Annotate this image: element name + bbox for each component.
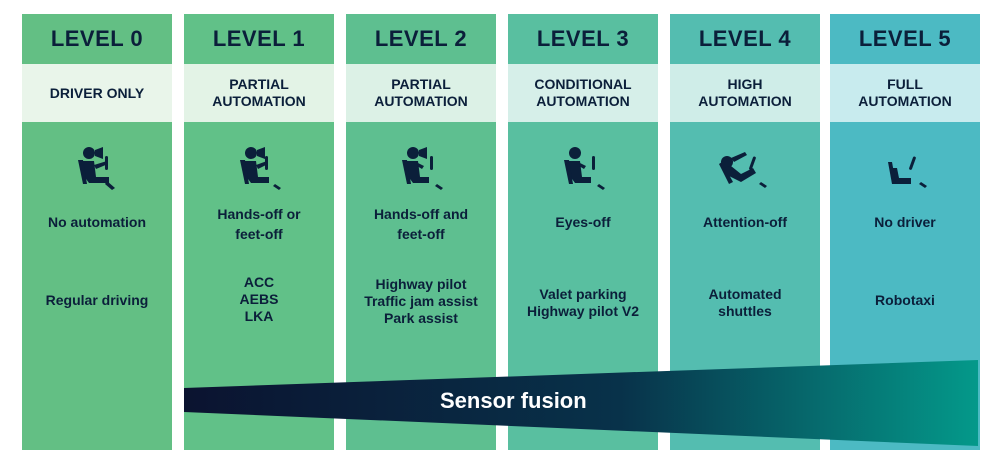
level-5-column: LEVEL 5 FULL AUTOMATION No driver Robota… bbox=[830, 14, 980, 450]
level-subtitle: FULL AUTOMATION bbox=[830, 64, 980, 122]
level-title: LEVEL 0 bbox=[50, 26, 144, 51]
sensor-fusion-label: Sensor fusion bbox=[440, 388, 587, 413]
driver-hands-or-feet-off-icon bbox=[240, 147, 281, 190]
level-title: LEVEL 5 bbox=[858, 26, 952, 51]
level-subtitle: DRIVER ONLY bbox=[22, 64, 172, 122]
level-mode: Eyes-off bbox=[555, 214, 611, 230]
level-subtitle: CONDITIONAL AUTOMATION bbox=[508, 64, 658, 122]
level-mode: Attention-off bbox=[703, 214, 787, 230]
level-subtitle: HIGH AUTOMATION bbox=[670, 64, 820, 122]
level-title: LEVEL 4 bbox=[698, 26, 792, 51]
level-title: LEVEL 2 bbox=[374, 26, 468, 51]
no-driver-icon bbox=[888, 156, 927, 188]
level-3-column: LEVEL 3 CONDITIONAL AUTOMATION Eyes-off … bbox=[508, 14, 658, 450]
level-features: Robotaxi bbox=[875, 292, 935, 308]
level-features: Automated shuttles bbox=[708, 286, 782, 319]
driver-hands-and-feet-off-icon bbox=[402, 147, 443, 190]
driver-eyes-off-icon bbox=[564, 147, 605, 190]
level-mode: No automation bbox=[48, 214, 146, 230]
driver-hands-on-icon bbox=[78, 147, 115, 190]
level-subtitle: PARTIAL AUTOMATION bbox=[184, 64, 334, 122]
level-4-column: LEVEL 4 HIGH AUTOMATION Attention-off Au… bbox=[670, 14, 820, 450]
level-features: Regular driving bbox=[45, 292, 149, 308]
level-mode: No driver bbox=[874, 214, 936, 230]
level-mode: Hands-off or feet-off bbox=[217, 206, 301, 242]
level-title: LEVEL 1 bbox=[212, 26, 306, 51]
level-features: Valet parking Highway pilot V2 bbox=[526, 286, 639, 319]
level-features: Highway pilot Traffic jam assist Park as… bbox=[364, 276, 478, 326]
level-title: LEVEL 3 bbox=[536, 26, 630, 51]
level-2-column: LEVEL 2 PARTIAL AUTOMATION Hands-off and… bbox=[346, 14, 496, 450]
level-features: ACC AEBS LKA bbox=[239, 274, 279, 324]
driver-reclined-icon bbox=[719, 152, 767, 188]
level-mode: Hands-off and feet-off bbox=[373, 206, 469, 242]
level-1-column: LEVEL 1 PARTIAL AUTOMATION Hands-off or … bbox=[184, 14, 334, 450]
level-subtitle: PARTIAL AUTOMATION bbox=[346, 64, 496, 122]
level-0-column: LEVEL 0 DRIVER ONLY No automation Regula… bbox=[22, 14, 172, 450]
